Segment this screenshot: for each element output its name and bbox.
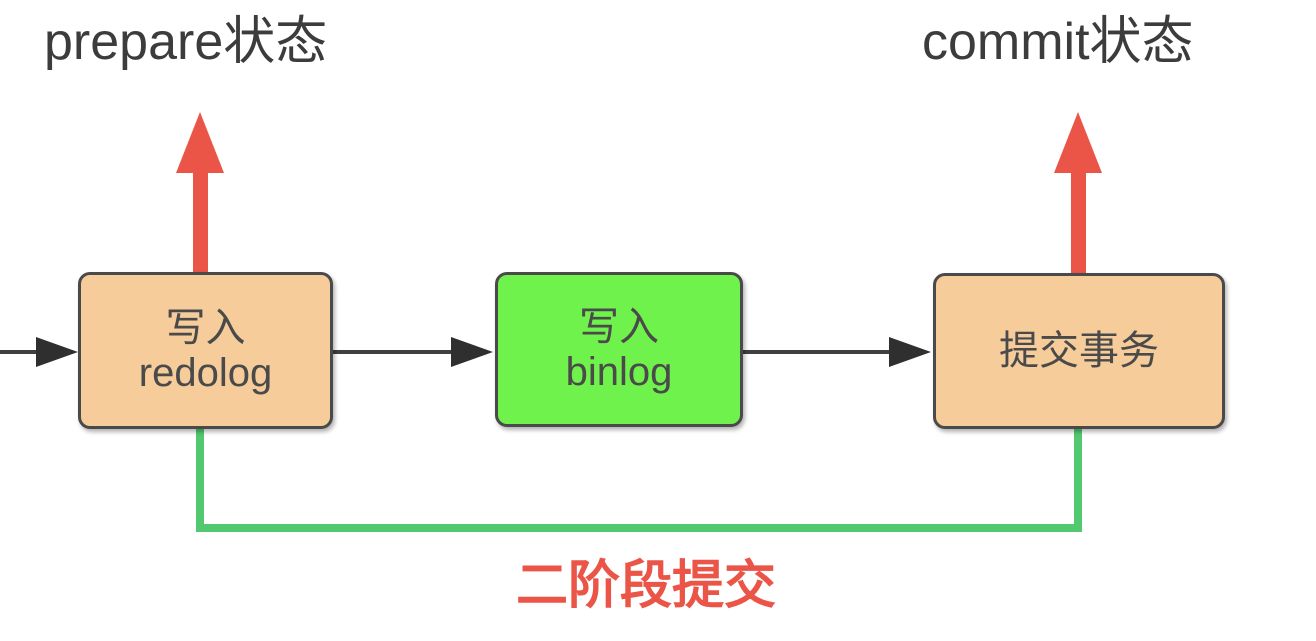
node-redolog-line1: 写入 (165, 305, 246, 350)
flow-arrow-binlog-to-commit (743, 337, 931, 367)
commit-state-arrow-icon (1054, 112, 1102, 274)
two-phase-commit-caption: 二阶段提交 (515, 557, 776, 615)
flow-arrow-redolog-to-binlog (333, 337, 493, 367)
commit-state-label: commit状态 (922, 13, 1194, 71)
flow-arrow-in (0, 337, 78, 367)
node-redolog-line2: redolog (138, 350, 273, 395)
node-write-binlog[interactable]: 写入 binlog (495, 272, 743, 427)
node-write-redolog[interactable]: 写入 redolog (78, 272, 333, 429)
node-binlog-line1: 写入 (579, 304, 659, 349)
node-commit-line1: 提交事务 (999, 328, 1159, 373)
prepare-state-arrow-icon (176, 112, 224, 274)
two-phase-commit-bracket (196, 428, 1082, 532)
node-commit-transaction[interactable]: 提交事务 (933, 273, 1225, 429)
node-binlog-line2: binlog (565, 349, 673, 394)
prepare-state-label: prepare状态 (44, 13, 328, 71)
